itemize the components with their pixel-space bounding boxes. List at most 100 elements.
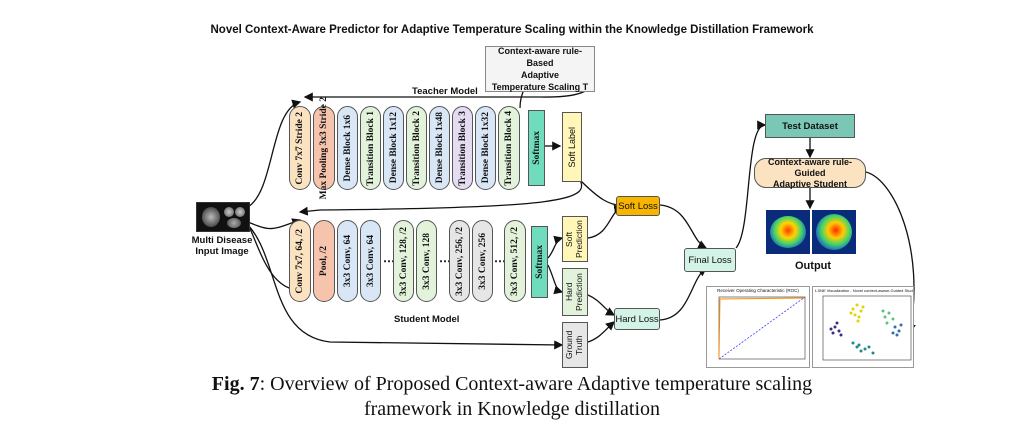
diagram-title: Novel Context-Aware Predictor for Adapti… [210, 24, 814, 36]
teacher-block-dense1: Dense Block 1x6 [337, 106, 358, 190]
arrow-finalloss-test [735, 120, 767, 249]
guided-student-line2: Adaptive Student [772, 178, 847, 189]
teacher-block-transition4: Transition Block 4 [498, 106, 520, 190]
roc-curve-svg [718, 296, 806, 360]
final-loss-box: Final Loss [684, 248, 736, 272]
teacher-softmax-label: Softmax [531, 131, 542, 165]
soft-prediction-text: Soft Prediction [564, 220, 584, 258]
soft-loss-box: Soft Loss [616, 196, 660, 216]
output-heatmap-2 [812, 210, 856, 254]
student-block-conv256b: 3x3 Conv, 256 [472, 220, 493, 302]
figure-caption: Fig. 7: Overview of Proposed Context-awa… [0, 372, 1024, 422]
mri-slice-1 [202, 207, 220, 227]
arrow-input-teacher [247, 99, 302, 208]
teacher-block-5-label: Transition Block 2 [411, 110, 422, 186]
rule-box-line2: Adaptive [520, 70, 559, 80]
teacher-block-1-label: Max Pooling 3x3 Stride 2 [319, 96, 329, 200]
ground-truth-text: Ground Truth [564, 330, 584, 360]
student-block-4-label: 3x3 Conv, 128, /2 [398, 226, 409, 296]
caption-line1: Fig. 7: Overview of Proposed Context-awa… [0, 372, 1024, 397]
student-block-conv128a: 3x3 Conv, 128, /2 [393, 220, 414, 302]
teacher-block-dense2: Dense Block 1x12 [383, 106, 404, 190]
roc-title: Receiver Operating Characteristic (ROC) [717, 288, 799, 293]
student-ellipsis-3: ⋯ [494, 254, 506, 268]
output-label: Output [795, 260, 832, 272]
student-ellipsis-1: ⋯ [383, 254, 395, 268]
teacher-block-8-label: Dense Block 1x32 [480, 112, 491, 184]
student-block-7-label: 3x3 Conv, 256 [477, 232, 488, 290]
arrow-softmax-hardpred [547, 264, 564, 295]
student-block-3-label: 3x3 Conv, 64 [365, 235, 376, 287]
teacher-block-transition1: Transition Block 1 [360, 106, 381, 190]
arrow-input-ground-truth [247, 224, 564, 350]
teacher-block-0-label: Conv 7x7 Stride 2 [295, 111, 305, 185]
student-block-1-label: Pool, /2 [319, 245, 329, 277]
mri-slice-4 [227, 218, 241, 228]
teacher-softmax: Softmax [528, 110, 545, 186]
arrow-softlabel-softloss [579, 179, 621, 206]
teacher-block-dense3: Dense Block 1x48 [429, 106, 450, 190]
teacher-model-label: Teacher Model [412, 86, 478, 97]
output-heatmap-1 [766, 210, 810, 254]
student-block-conv256a: 3x3 Conv, 256, /2 [449, 220, 470, 302]
teacher-block-2-label: Dense Block 1x6 [342, 114, 353, 182]
caption-text: : Overview of Proposed Context-aware Ada… [259, 373, 813, 395]
student-block-8-label: 3x3 Conv, 512, /2 [510, 226, 520, 296]
ground-truth-box: Ground Truth [562, 322, 588, 368]
student-hard-prediction: Hard Prediction [562, 268, 588, 316]
roc-plot: Receiver Operating Characteristic (ROC) [706, 286, 810, 368]
teacher-block-6-label: Dense Block 1x48 [434, 112, 445, 184]
teacher-soft-label-text: Soft Label [567, 126, 577, 168]
student-softmax: Softmax [531, 226, 548, 298]
student-model-label: Student Model [394, 314, 460, 325]
student-ellipsis-2: ⋯ [439, 254, 451, 268]
arrow-softloss-finalloss [659, 204, 708, 249]
input-label-line1: Multi Disease [191, 235, 253, 246]
guided-student-line1: Context-aware rule-Guided [767, 156, 853, 178]
rule-box-line3: Temperature Scaling T [491, 82, 589, 92]
mri-slice-3 [235, 207, 245, 217]
tsne-scatter-svg [822, 295, 912, 361]
student-block-5-label: 3x3 Conv, 128 [421, 232, 432, 290]
hard-prediction-text: Hard Prediction [564, 273, 584, 311]
tsne-plot: t-SNE Visualization - Novel context-awar… [812, 286, 914, 368]
tsne-title: t-SNE Visualization - Novel context-awar… [815, 288, 913, 293]
student-softmax-label: Softmax [534, 245, 545, 279]
student-block-conv64a: 3x3 Conv, 64 [337, 220, 358, 302]
student-block-6-label: 3x3 Conv, 256, /2 [454, 226, 465, 296]
arrow-softlabel-student [298, 179, 583, 216]
student-block-0-label: Conv 7x7, 64, /2 [295, 228, 305, 294]
teacher-block-3-label: Transition Block 1 [365, 110, 376, 186]
student-block-conv512: 3x3 Conv, 512, /2 [504, 220, 526, 302]
teacher-block-transition3: Transition Block 3 [452, 106, 473, 190]
student-block-conv: Conv 7x7, 64, /2 [289, 220, 311, 302]
rule-based-temperature-box: Context-aware rule-Based Adaptive Temper… [485, 46, 595, 92]
test-dataset-box: Test Dataset [765, 114, 855, 138]
teacher-block-4-label: Dense Block 1x12 [388, 112, 399, 184]
student-soft-prediction: Soft Prediction [562, 216, 588, 262]
caption-fig-label: Fig. 7 [211, 373, 260, 395]
arrow-hardloss-finalloss [659, 267, 708, 321]
teacher-block-7-label: Transition Block 3 [457, 110, 468, 186]
student-block-conv128b: 3x3 Conv, 128 [416, 220, 437, 302]
arrow-softmax-softpred [547, 235, 564, 259]
student-block-conv64b: 3x3 Conv, 64 [360, 220, 381, 302]
teacher-block-9-label: Transition Block 4 [504, 110, 514, 186]
mri-slice-2 [224, 207, 234, 217]
teacher-block-maxpool: Max Pooling 3x3 Stride 2 [313, 97, 335, 199]
heatmap-hotspot-1 [770, 216, 806, 248]
teacher-block-dense4: Dense Block 1x32 [475, 106, 496, 190]
student-block-pool: Pool, /2 [313, 220, 335, 302]
input-image [196, 202, 250, 232]
rule-box-line1: Context-aware rule-Based [497, 46, 583, 68]
hard-loss-box: Hard Loss [614, 308, 660, 330]
teacher-block-conv: Conv 7x7 Stride 2 [289, 106, 311, 190]
heatmap-hotspot-2 [816, 214, 852, 250]
caption-line2: framework in Knowledge distillation [363, 398, 661, 420]
input-label-line2: Input Image [195, 246, 249, 257]
arrow-groundtruth-hardloss [587, 321, 615, 343]
teacher-block-transition2: Transition Block 2 [406, 106, 427, 190]
student-block-2-label: 3x3 Conv, 64 [342, 235, 353, 287]
guided-student-box: Context-aware rule-Guided Adaptive Stude… [754, 156, 866, 189]
input-label: Multi Disease Input Image [176, 235, 268, 257]
